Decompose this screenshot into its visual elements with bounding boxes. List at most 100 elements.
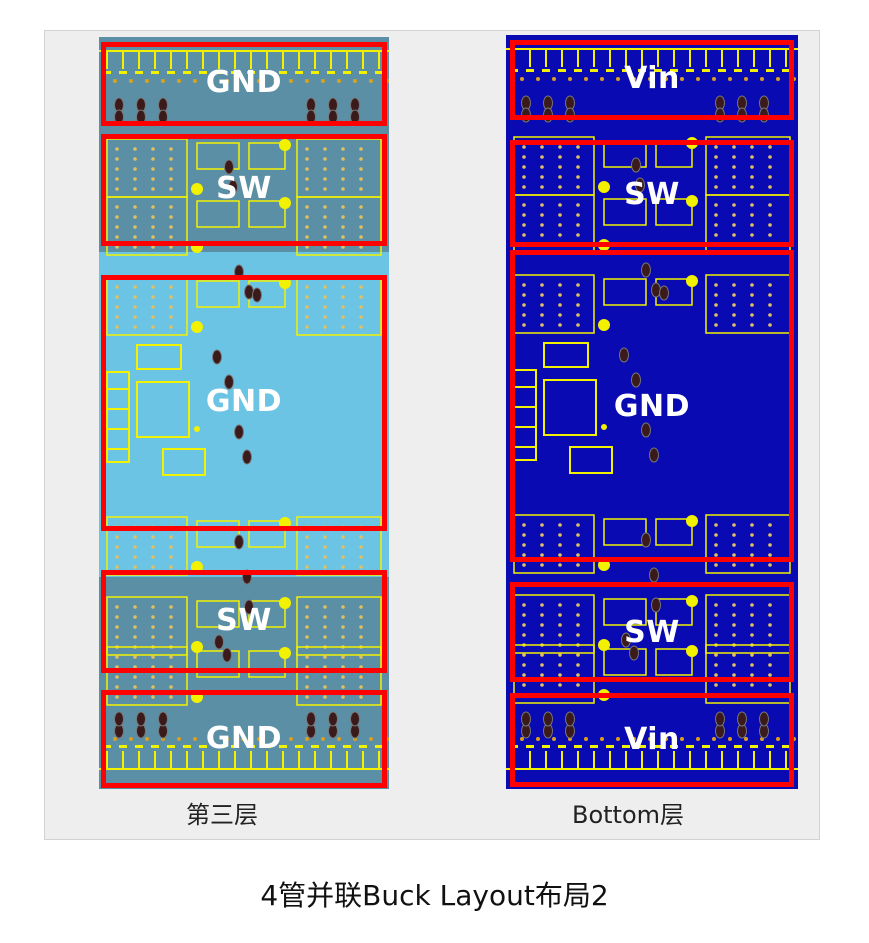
thermal-via bbox=[714, 313, 718, 317]
ic-outline bbox=[543, 379, 597, 436]
thermal-via bbox=[732, 145, 736, 149]
thermal-via bbox=[558, 313, 562, 317]
thermal-via bbox=[768, 673, 772, 677]
via bbox=[641, 262, 651, 278]
thermal-via bbox=[714, 165, 718, 169]
thermal-via bbox=[522, 313, 526, 317]
thermal-via bbox=[714, 683, 718, 687]
thermal-via bbox=[359, 665, 363, 669]
pin-pad bbox=[311, 71, 319, 74]
thermal-via bbox=[522, 293, 526, 297]
thermal-via bbox=[115, 225, 119, 229]
thermal-via bbox=[133, 245, 137, 249]
thermal-via bbox=[169, 655, 173, 659]
thermal-via bbox=[305, 555, 309, 559]
thermal-via bbox=[115, 177, 119, 181]
pad-outline bbox=[196, 650, 240, 678]
thermal-via bbox=[359, 205, 363, 209]
thermal-via bbox=[768, 203, 772, 207]
thermal-via bbox=[768, 155, 772, 159]
thermal-via bbox=[151, 325, 155, 329]
thermal-via bbox=[133, 655, 137, 659]
mosfet-outline bbox=[296, 646, 382, 706]
thermal-via bbox=[768, 543, 772, 547]
thermal-via bbox=[133, 565, 137, 569]
via bbox=[242, 449, 252, 465]
pin-via bbox=[193, 79, 197, 83]
pin-pad bbox=[167, 71, 175, 74]
pad-outline bbox=[543, 342, 589, 368]
thermal-via bbox=[732, 663, 736, 667]
pad bbox=[279, 647, 291, 659]
thermal-via bbox=[522, 673, 526, 677]
via bbox=[158, 711, 168, 727]
pad-outline bbox=[196, 280, 240, 308]
pad-outline bbox=[248, 142, 286, 170]
via bbox=[136, 711, 146, 727]
thermal-via bbox=[750, 553, 754, 557]
thermal-via bbox=[115, 535, 119, 539]
pad bbox=[194, 426, 200, 432]
thermal-via bbox=[323, 535, 327, 539]
thermal-via bbox=[341, 685, 345, 689]
thermal-via bbox=[768, 563, 772, 567]
zone-box: GND bbox=[101, 42, 387, 126]
thermal-via bbox=[169, 167, 173, 171]
thermal-via bbox=[305, 675, 309, 679]
thermal-via bbox=[714, 523, 718, 527]
thermal-via bbox=[341, 157, 345, 161]
pin-pad bbox=[734, 69, 742, 72]
via bbox=[565, 711, 575, 727]
thermal-via bbox=[323, 157, 327, 161]
thermal-via bbox=[133, 167, 137, 171]
thermal-via bbox=[359, 215, 363, 219]
pin-via bbox=[584, 737, 588, 741]
pin-via bbox=[305, 79, 309, 83]
thermal-via bbox=[714, 673, 718, 677]
thermal-via bbox=[522, 523, 526, 527]
thermal-via bbox=[341, 665, 345, 669]
thermal-via bbox=[522, 165, 526, 169]
thermal-via bbox=[522, 283, 526, 287]
pin-pad bbox=[119, 745, 127, 748]
pin-via bbox=[648, 737, 652, 741]
pin-via bbox=[536, 77, 540, 81]
thermal-via bbox=[305, 147, 309, 151]
pad bbox=[598, 319, 610, 331]
thermal-via bbox=[341, 205, 345, 209]
thermal-via bbox=[540, 175, 544, 179]
thermal-via bbox=[732, 223, 736, 227]
thermal-via bbox=[133, 615, 137, 619]
thermal-via bbox=[768, 683, 772, 687]
pin-via bbox=[552, 77, 556, 81]
thermal-via bbox=[151, 555, 155, 559]
thermal-via bbox=[133, 285, 137, 289]
thermal-via bbox=[359, 635, 363, 639]
thermal-via bbox=[341, 305, 345, 309]
via bbox=[244, 599, 254, 615]
thermal-via bbox=[169, 615, 173, 619]
thermal-via bbox=[576, 155, 580, 159]
pad-outline bbox=[196, 600, 240, 628]
thermal-via bbox=[732, 623, 736, 627]
thermal-via bbox=[305, 655, 309, 659]
pin-pad bbox=[782, 69, 790, 72]
pad-outline bbox=[603, 198, 647, 226]
thermal-via bbox=[558, 653, 562, 657]
thermal-via bbox=[359, 295, 363, 299]
pin-pad bbox=[375, 745, 383, 748]
thermal-via bbox=[169, 685, 173, 689]
pad bbox=[686, 515, 698, 527]
thermal-via bbox=[540, 673, 544, 677]
thermal-via bbox=[305, 665, 309, 669]
pad-outline bbox=[655, 518, 693, 546]
thermal-via bbox=[522, 603, 526, 607]
thermal-via bbox=[151, 235, 155, 239]
pin-pad bbox=[638, 69, 646, 72]
thermal-via bbox=[115, 235, 119, 239]
pin-via bbox=[177, 79, 181, 83]
thermal-via bbox=[323, 167, 327, 171]
thermal-via bbox=[540, 223, 544, 227]
thermal-via bbox=[341, 675, 345, 679]
thermal-via bbox=[522, 145, 526, 149]
